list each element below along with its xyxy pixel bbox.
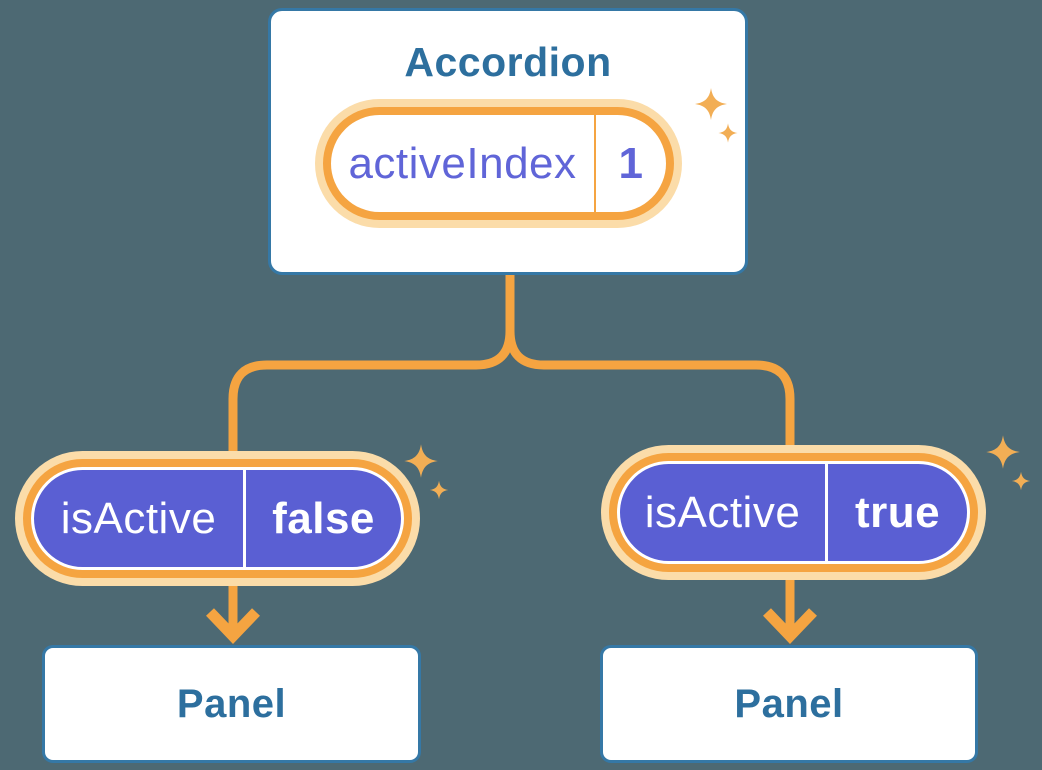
prop-pill-value: false [272,493,375,543]
prop-pill-isactive-right: isActive true [617,461,970,564]
prop-pill-name: isActive [60,493,217,543]
panel-label: Panel [176,681,287,726]
sparkle-icon [986,435,1020,469]
sparkle-icon [429,480,449,500]
sparkle-icon [1011,471,1031,491]
prop-pill-divider [825,464,828,561]
state-pill-divider [594,115,596,212]
accordion-title: Accordion [404,39,612,85]
panel-label: Panel [734,681,844,726]
sparkle-icon [404,444,438,478]
sparkle-icon [695,88,727,120]
branch-right-connector [505,272,795,470]
sparkle-icon [718,123,738,143]
arrow-left-head-icon [206,608,260,644]
prop-pill-name: isActive [644,487,801,537]
panel-component-card-left: Panel [42,645,421,763]
state-pill-name: activeIndex [348,138,577,188]
state-pill-value: 1 [618,138,644,188]
panel-component-card-right: Panel [600,645,978,763]
prop-pill-isactive-left: isActive false [31,467,404,570]
prop-pill-divider [243,470,246,567]
arrow-right-head-icon [763,608,817,644]
prop-pill-value: true [854,487,941,537]
state-pill-activeindex: activeIndex 1 [331,115,666,212]
